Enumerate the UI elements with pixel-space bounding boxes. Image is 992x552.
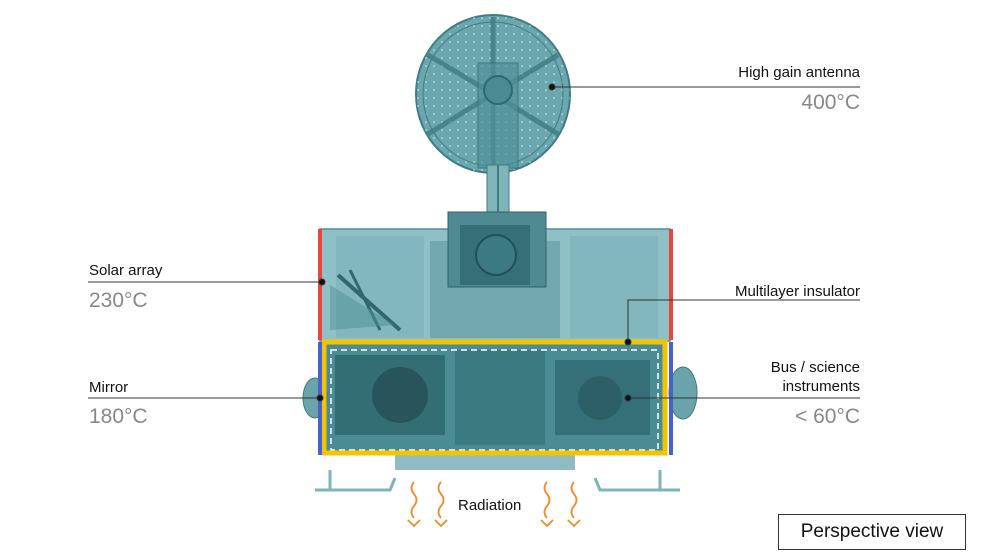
insulator-label: Multilayer insulator (734, 283, 860, 300)
antenna-temp: 400°C (801, 91, 860, 114)
insulator-leader (627, 299, 860, 342)
radiation-label: Radiation (458, 497, 522, 514)
solar-leader-dot (318, 278, 326, 286)
landing-legs (315, 470, 680, 492)
bus-label-line2: instruments (782, 378, 860, 395)
radiation-arrows (407, 481, 581, 528)
solar-array-label: Solar array (89, 262, 163, 279)
bus-label-line1: Bus / science (770, 359, 860, 376)
spacecraft-body-upper (319, 211, 671, 342)
antenna-leader-dot (548, 83, 556, 91)
bus-temp: < 60°C (794, 405, 860, 428)
mirror-temp: 180°C (89, 405, 148, 428)
antenna-label: High gain antenna (738, 64, 860, 81)
perspective-view-button[interactable]: Perspective view (778, 514, 966, 550)
solar-array-temp: 230°C (89, 289, 148, 312)
mirror-leader-dot (316, 394, 324, 402)
spacecraft-bus (302, 340, 698, 470)
bus-leader-dot (624, 394, 632, 402)
mirror-label: Mirror (89, 379, 129, 396)
multilayer-insulator-outline (330, 349, 659, 451)
insulator-leader-dot (624, 338, 632, 346)
high-gain-antenna (415, 14, 571, 216)
